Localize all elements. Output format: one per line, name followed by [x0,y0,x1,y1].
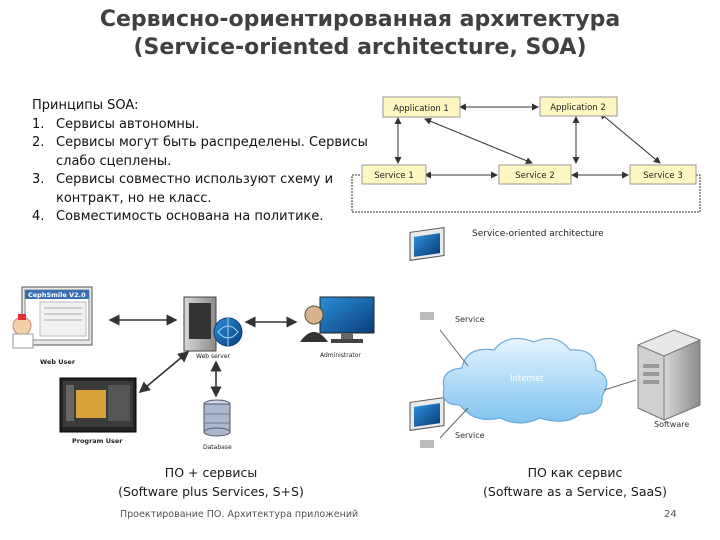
principles-list: Принципы SOA: 1. Сервисы автономны. 2. Сер… [32,97,372,227]
service3-label: Service 3 [643,171,683,181]
principle-item: 1. Сервисы автономны. [32,116,372,135]
principle-item: 2. Сервисы могут быть распределены. Серви… [32,134,372,171]
page-number: 24 [664,509,677,520]
title-line-2: (Service-oriented architecture, SOA) [133,35,587,60]
app1-label: Application 1 [393,104,449,114]
title-line-1: Сервисно-ориентированная архитектура [99,7,621,32]
service-computer-icon-bottom [409,397,445,448]
service3-box: Service 3 [629,164,697,185]
principle-number: 2. [32,135,45,150]
principle-text: Сервисы автономны. [56,116,200,132]
splus-diagram: CephSmile V2.0 Web User Web server [12,286,375,451]
program-user-icon [59,377,137,433]
service-computer-icon-top [409,227,445,320]
principle-text: Совместимость основана на политике. [56,209,324,224]
principles-heading: Принципы SOA: [32,98,139,113]
web-user-computer-icon: CephSmile V2.0 [12,286,93,349]
saas-caption-line1: ПО как сервис [527,465,623,480]
soa-caption: Service-oriented architecture [472,229,604,239]
web-server-label: Web server [196,353,231,360]
service-top-label: Service [455,315,485,324]
app-window-title: CephSmile V2.0 [28,291,86,299]
web-user-label: Web User [40,358,76,366]
software-server-icon [637,329,701,421]
app2-label: Application 2 [550,103,606,113]
splus-caption-line2: (Software plus Services, S+S) [118,484,304,499]
principle-number: 4. [32,209,45,224]
splus-caption: ПО + сервисы (Software plus Services, S+… [86,463,336,501]
slide-title: Сервисно-ориентированная архитектура (Se… [0,6,720,62]
principle-text: Сервисы могут быть распределены. Сервисы… [56,135,368,169]
administrator-label: Administrator [320,352,361,359]
slide-footer: Проектирование ПО. Архитектура приложени… [120,509,359,520]
internet-cloud-icon [442,337,608,424]
service1-label: Service 1 [374,171,414,181]
service1-box: Service 1 [361,164,427,185]
principle-text: Сервисы совместно используют схему и кон… [56,172,334,206]
administrator-icon [300,296,375,343]
app2-box: Application 2 [539,96,618,117]
principle-item: 4. Совместимость основана на политике. [32,208,372,227]
principle-item: 3. Сервисы совместно используют схему и к… [32,171,372,208]
app1-box: Application 1 [382,96,461,118]
saas-caption-line2: (Software as a Service, SaaS) [483,484,667,499]
service2-box: Service 2 [498,164,572,185]
principle-number: 1. [32,116,45,132]
web-server-icon [183,296,243,352]
splus-caption-line1: ПО + сервисы [164,465,258,480]
database-label: Database [203,444,232,451]
saas-diagram: Service Service Internet Software [409,227,701,448]
program-user-label: Program User [72,437,123,445]
software-label: Software [654,420,689,429]
database-icon [203,399,231,437]
principle-number: 3. [32,172,45,187]
service2-label: Service 2 [515,171,555,181]
service-bottom-label: Service [455,431,485,440]
saas-caption: ПО как сервис (Software as a Service, Sa… [455,463,695,501]
internet-label: Internet [510,374,544,384]
